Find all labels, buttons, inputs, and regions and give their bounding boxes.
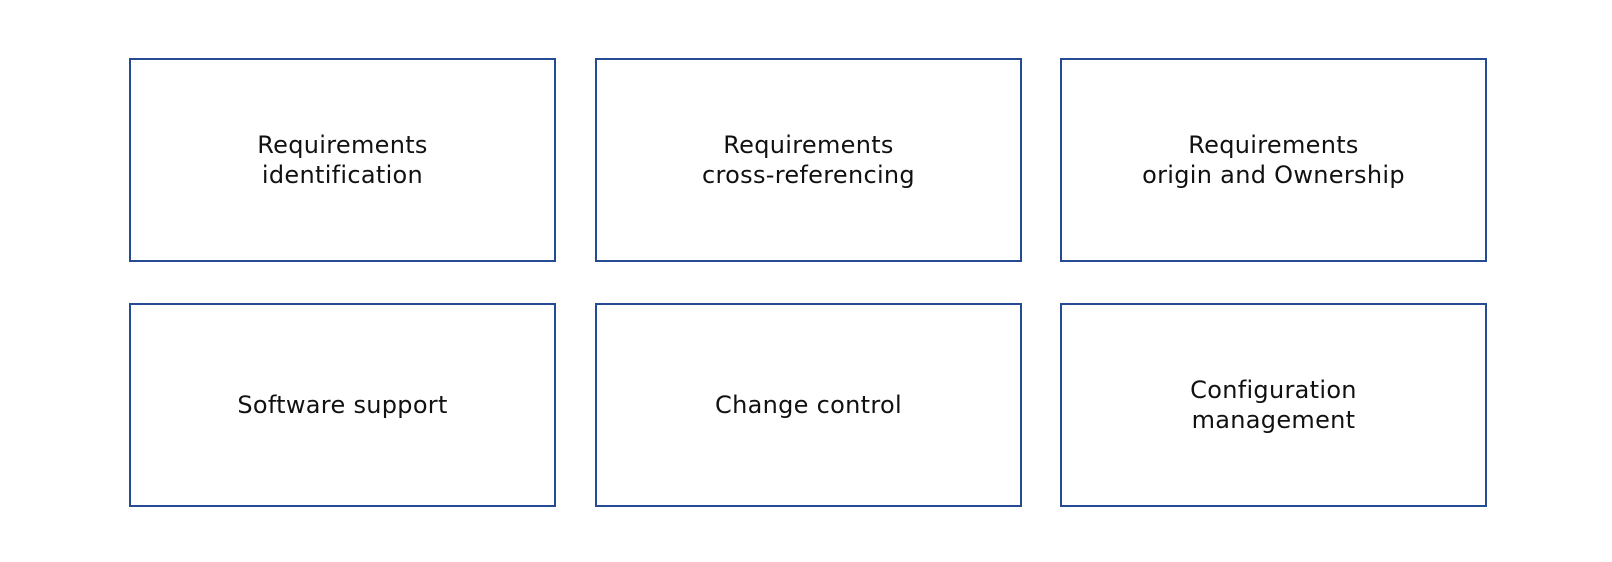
box-requirements-identification: Requirements identification — [129, 58, 556, 262]
box-requirements-origin-ownership: Requirements origin and Ownership — [1060, 58, 1487, 262]
box-label: Requirements cross-referencing — [702, 130, 915, 190]
box-software-support: Software support — [129, 303, 556, 507]
box-label-line: Software support — [237, 391, 448, 419]
box-label-line: Requirements — [1188, 131, 1359, 159]
box-configuration-management: Configuration management — [1060, 303, 1487, 507]
box-requirements-cross-referencing: Requirements cross-referencing — [595, 58, 1022, 262]
box-label-line: origin and Ownership — [1142, 161, 1405, 189]
box-label-line: identification — [261, 161, 424, 189]
box-label-line: Configuration — [1190, 376, 1357, 404]
box-label: Requirements origin and Ownership — [1142, 130, 1405, 190]
box-label-line: Requirements — [723, 131, 894, 159]
box-label: Requirements identification — [257, 130, 427, 190]
box-change-control: Change control — [595, 303, 1022, 507]
box-label: Software support — [237, 390, 447, 420]
box-label-line: management — [1191, 406, 1356, 434]
box-label: Change control — [715, 390, 902, 420]
box-label-line: Requirements — [257, 131, 428, 159]
box-label-line: cross-referencing — [702, 161, 915, 189]
box-label: Configuration management — [1190, 375, 1357, 435]
box-label-line: Change control — [715, 391, 902, 419]
